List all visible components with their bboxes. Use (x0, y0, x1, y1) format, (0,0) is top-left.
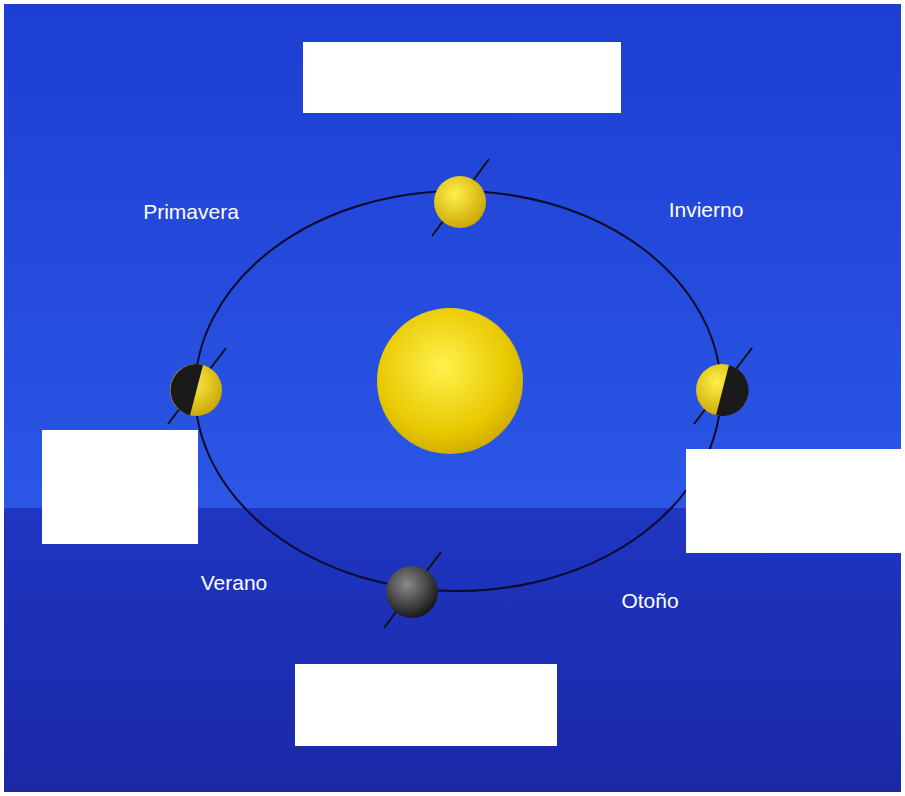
orbit-ellipse (195, 191, 721, 591)
season-label: Otoño (621, 589, 678, 613)
sun (377, 308, 523, 454)
season-label: Primavera (143, 200, 239, 224)
earth (384, 552, 441, 628)
season-label: Verano (201, 571, 268, 595)
season-label: Invierno (669, 198, 744, 222)
earth (168, 348, 226, 424)
earth (432, 159, 489, 236)
blank-box (42, 430, 198, 544)
blank-box (303, 42, 621, 113)
earth (694, 348, 752, 424)
blank-box (295, 664, 557, 746)
blank-box (686, 449, 902, 553)
